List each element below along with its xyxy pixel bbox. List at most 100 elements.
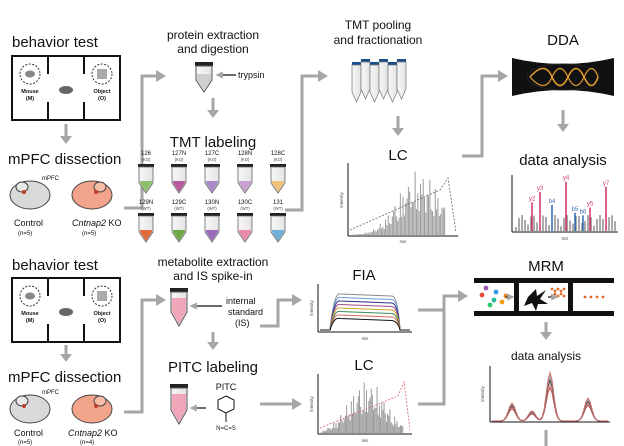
fraction-tube [396,61,407,100]
mrm-trace [492,382,608,422]
ms-ion-label: y2 [529,196,536,202]
tube-fill [272,181,284,192]
behavior-arena-2 [11,277,121,343]
pitc-title: PITC labeling [168,359,258,376]
ko-mouse-brain-2 [71,394,113,424]
dda-title: DDA [547,32,579,49]
tube-fill [140,230,152,241]
object-label-2: Object [93,311,110,317]
ion-dot [491,297,497,303]
fraction-cap [379,59,388,62]
fragment-dot [556,287,560,291]
ko-suffix: KO [106,218,122,228]
fragment-dot [562,294,566,298]
is-label-2: standard [228,307,263,317]
ion-dot [499,299,505,305]
control-label: Control [14,218,43,228]
mrm-quadrupole-icon [474,278,614,316]
tube-cap [237,213,253,216]
tmt-group: (WT) [240,206,250,211]
metabolite-tube [170,288,188,328]
fraction-cap [370,62,379,65]
tube-fill [239,181,251,192]
ms-ion-label: y4 [563,176,570,182]
mpfc-label-2: mPFC [42,390,60,396]
control-mouse-brain-2 [9,394,51,424]
tmt-group: (KO) [175,157,184,162]
tube-cap [171,164,187,167]
mrm-trace [492,378,608,422]
ms-ion-label: b4 [549,199,556,205]
fragment-dot [556,294,560,298]
mouse-code: (M) [26,96,34,102]
tmt-tag: 129N [139,200,153,206]
pitc-formula: N=C=S [216,426,236,432]
fraction-tube [378,61,389,100]
is-label-1: internal [226,296,256,306]
mpfc-label: mPFC [42,176,60,182]
extraction-title-2: and digestion [177,42,248,56]
tmt-group: (KO) [274,157,283,162]
ms-ion-label: y5 [587,202,594,208]
tube-fill [173,181,185,192]
ms-ion-label: y7 [603,181,610,187]
fia-ylabel: intensity [309,299,314,315]
ion-dot [493,289,499,295]
fraction-tube [360,61,371,100]
ko-label: Cntnap2 KO [72,218,122,228]
tube-fill [140,181,152,192]
analysis-ylabel: intensity [480,385,485,401]
pitc-label: PITC [216,382,237,392]
tmt-group: (KO) [208,157,217,162]
tmt-tube-grid: 126(KO)127N(KO)127C(KO)128N(KO)128C(KO)1… [138,151,286,243]
connector-dissection-extraction-2 [124,298,158,414]
fragment-dot [562,287,566,291]
mouse-label: Mouse [21,89,38,95]
control-mouse-brain [9,180,51,210]
fia-trace [320,317,410,331]
fragment-dot [553,289,557,293]
tube-cap [171,213,187,216]
fia-xlabel: min [362,336,369,341]
tube-fill [272,230,284,241]
fia-plot [317,284,412,333]
dissection-title-2: mPFC dissection [8,369,121,386]
ion-dot [487,302,493,308]
dissection-title: mPFC dissection [8,151,121,168]
ion-dot [503,293,509,299]
tmt-tag: 129C [172,200,187,206]
fraction-cap [397,59,406,62]
tube-fill [206,181,218,192]
ko-n: (n=5) [82,231,96,237]
fragment-dot [553,292,557,296]
arrowhead-down-4 [557,124,569,132]
fragment-dot [559,289,563,293]
fraction-cap [388,62,397,65]
arrowhead-down-2 [207,110,219,118]
tube-cap [204,213,220,216]
pooling-title-1: TMT pooling [345,18,411,32]
mrm-trace [492,374,608,422]
connector-to-fia [260,298,294,328]
ko-suffix-2: KO [102,428,118,438]
fraction-tube [387,64,398,103]
ko-n-2: (n=4) [80,440,94,446]
tube-cap [237,164,253,167]
fragment-dot [589,295,593,299]
arrowhead-right-3 [498,70,508,82]
connector-tmt-pooling [285,74,320,212]
analysis-title-2: data analysis [511,349,581,363]
lc-xlabel: min [400,239,407,244]
tube-fill [239,230,251,241]
mrm-trace [492,370,608,422]
tmt-tag: 127C [205,151,220,157]
tmt-group: (KO) [142,157,151,162]
connector-fia-mrm [418,294,460,312]
ms-ion-label: y3 [537,186,544,192]
lc2-chromatogram [317,374,412,435]
fia-trace [320,314,410,331]
mrm-peak-plot [489,366,610,423]
ko-mouse-brain [71,180,113,210]
fraction-cap [361,59,370,62]
